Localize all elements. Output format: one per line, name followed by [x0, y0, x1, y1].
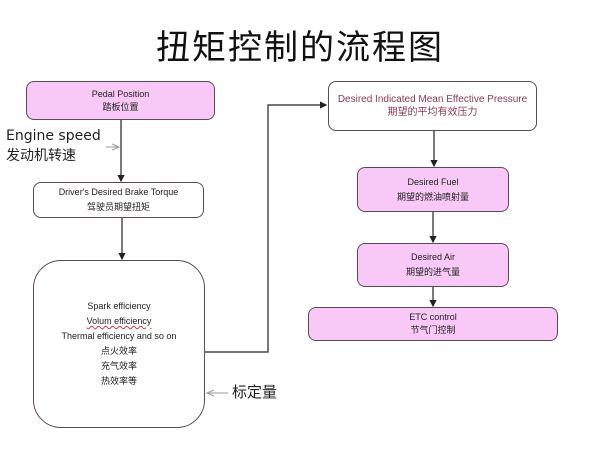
desired-fuel-en: Desired Fuel [407, 176, 459, 187]
efficiency-line: Volum efficiency [86, 316, 152, 326]
etc-control-zh: 节气门控制 [410, 325, 456, 335]
efficiency-line: Spark efficiency [87, 301, 151, 311]
engine-speed-zh: 发动机转速 [6, 148, 76, 164]
arrow-efficiency-to-imep [205, 101, 328, 353]
efficiency-line: 点火效率 [100, 346, 137, 356]
desired-air-en: Desired Air [410, 252, 455, 262]
desired-fuel-zh: 期望的燃油喷射量 [396, 191, 469, 202]
brake-torque-box: Driver's Desired Brake Torque 驾驶员期望扭矩 [33, 182, 204, 218]
efficiency-box: Spark efficiency Volum efficiency Therma… [33, 260, 205, 428]
brake-torque-en: Driver's Desired Brake Torque [58, 187, 179, 197]
diagram-title: 扭矩控制的流程图 [156, 28, 444, 68]
engine-speed-label: Engine speed 发动机转速 [6, 126, 101, 166]
imep-en: Desired Indicated Mean Effective Pressur… [337, 94, 528, 105]
efficiency-line: Thermal efficiency and so on [61, 331, 177, 341]
brake-torque-zh: 驾驶员期望扭矩 [86, 202, 150, 212]
etc-control-en: ETC control [409, 312, 457, 322]
pedal-position-box: Pedal Position 踏板位置 [26, 81, 215, 120]
efficiency-line: 热效率等 [100, 376, 137, 386]
pedal-position-zh: 踏板位置 [102, 101, 139, 112]
efficiency-line: 充气效率 [100, 361, 137, 371]
imep-box: Desired Indicated Mean Effective Pressur… [328, 81, 537, 131]
desired-fuel-box: Desired Fuel 期望的燃油喷射量 [357, 167, 509, 212]
imep-zh: 期望的平均有效压力 [387, 107, 478, 118]
desired-air-zh: 期望的进气量 [405, 267, 460, 277]
etc-control-box: ETC control 节气门控制 [308, 307, 558, 341]
desired-air-box: Desired Air 期望的进气量 [357, 243, 509, 287]
pedal-position-en: Pedal Position [91, 88, 150, 99]
engine-speed-en: Engine speed [6, 128, 101, 144]
calibration-label: 标定量 [232, 383, 278, 401]
